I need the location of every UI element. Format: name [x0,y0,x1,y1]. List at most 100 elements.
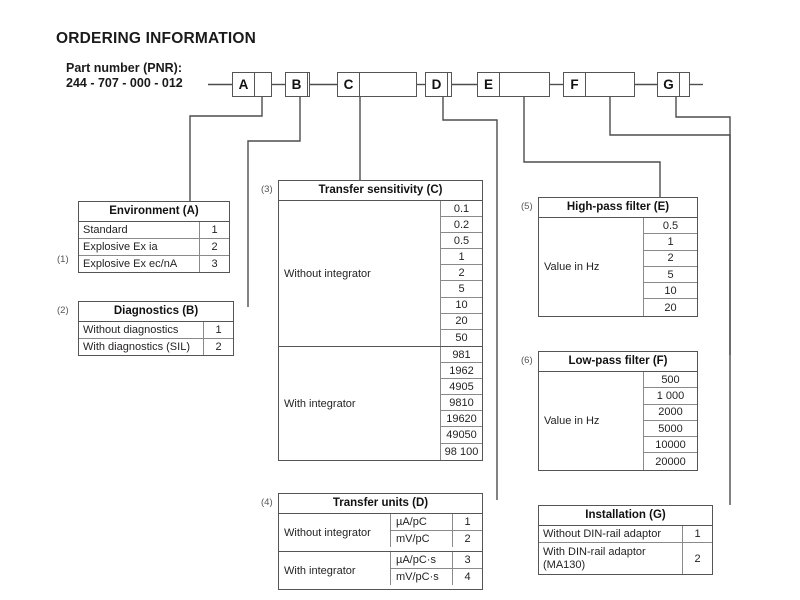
sensitivity-value: 4905 [441,379,482,396]
installation-desc: Without DIN-rail adaptor [543,528,661,540]
pnr-letter-e: E [478,73,500,96]
pnr-slot-c[interactable] [360,73,416,96]
sensitivity-value: 50 [455,331,468,344]
sensitivity-value: 0.5 [441,233,482,250]
diagnostics-code: 2 [203,339,233,355]
units-group-label: With integrator [284,564,356,577]
table-row: mV/pC·s 4 [390,569,482,585]
unit-code: 3 [452,552,482,568]
diagnostics-desc: With diagnostics (SIL) [83,341,190,353]
pnr-letter-c: C [338,73,360,96]
low-pass-value: 10000 [644,437,697,454]
table-row: µA/pC·s 3 [390,552,482,569]
table-environment-title: Environment (A) [79,202,229,222]
unit-symbol: µA/pC [390,514,452,530]
sensitivity-value: 981 [441,347,482,364]
sensitivity-group-without-integrator: Without integrator 0.1 0.2 0.5 1 2 5 10 … [279,201,482,347]
environment-code: 2 [199,239,229,255]
pnr-box-d[interactable]: D [425,72,452,97]
high-pass-value: 0.5 [644,218,697,235]
environment-code: 3 [199,256,229,272]
unit-symbol: mV/pC [390,531,452,547]
table-row: Explosive Ex ec/nA 3 [79,256,229,272]
pnr-letter-g: G [658,73,680,96]
low-pass-value: 2000 [644,405,697,421]
table-row: Without DIN-rail adaptor 1 [539,526,712,543]
low-pass-value: 5000 [644,421,697,438]
unit-symbol: mV/pC·s [390,569,452,585]
table-row: With DIN-rail adaptor (MA130) 2 [539,543,712,574]
unit-code: 1 [452,514,482,530]
part-number-label: Part number (PNR): [66,61,182,75]
sensitivity-value: 49050 [441,427,482,444]
table-transfer-units-title: Transfer units (D) [279,494,482,514]
high-pass-value: 2 [644,251,697,267]
sensitivity-value: 2 [441,265,482,282]
units-group-label: Without integrator [284,526,371,539]
environment-code: 1 [199,222,229,238]
sensitivity-value: 10 [441,298,482,314]
pnr-slot-d[interactable] [448,73,451,96]
table-transfer-sensitivity-title: Transfer sensitivity (C) [279,181,482,201]
low-pass-label: Value in Hz [539,372,644,470]
environment-desc: Explosive Ex ec/nA [83,258,178,270]
table-installation-title: Installation (G) [539,506,712,526]
sensitivity-value: 19620 [441,411,482,428]
pnr-box-b[interactable]: B [285,72,310,97]
table-row: µA/pC 1 [390,514,482,531]
low-pass-body: Value in Hz 500 1 000 2000 5000 10000 20… [539,372,697,470]
sensitivity-group-label: Without integrator [279,201,441,346]
table-row: Explosive Ex ia 2 [79,239,229,256]
pnr-slot-a[interactable] [255,73,271,96]
sensitivity-value: 9810 [441,395,482,412]
diagnostics-code: 1 [203,322,233,338]
footnote-marker-1: (1) [57,254,69,265]
footnote-marker-3: (3) [261,184,273,195]
footnote-marker-6: (6) [521,355,533,366]
part-number-value: 244 - 707 - 000 - 012 [66,76,183,90]
table-high-pass-filter: High-pass filter (E) Value in Hz 0.5 1 2… [538,197,698,317]
high-pass-value: 20 [664,301,677,314]
page-title: ORDERING INFORMATION [56,30,257,47]
sensitivity-value: 20 [441,314,482,330]
environment-desc: Standard [83,224,128,236]
table-row: Standard 1 [79,222,229,239]
pnr-letter-d: D [426,73,448,96]
pnr-slot-e[interactable] [500,73,549,96]
units-group-with-integrator: With integrator µA/pC·s 3 mV/pC·s 4 [279,551,482,589]
pnr-box-e[interactable]: E [477,72,550,97]
pnr-box-a[interactable]: A [232,72,272,97]
table-diagnostics: Diagnostics (B) Without diagnostics 1 Wi… [78,301,234,356]
unit-code: 4 [452,569,482,585]
sensitivity-group-with-integrator: With integrator 981 1962 4905 9810 19620… [279,347,482,460]
table-row: With diagnostics (SIL) 2 [79,339,233,355]
footnote-marker-2: (2) [57,305,69,316]
installation-code: 1 [682,526,712,542]
diagnostics-desc: Without diagnostics [83,324,179,336]
table-row: mV/pC 2 [390,531,482,547]
sensitivity-value: 98 100 [444,445,479,458]
sensitivity-value: 1962 [441,363,482,380]
pnr-slot-f[interactable] [586,73,634,96]
sensitivity-group-label: With integrator [279,347,441,460]
environment-desc: Explosive Ex ia [83,241,158,253]
pnr-box-c[interactable]: C [337,72,417,97]
pnr-slot-b[interactable] [308,73,309,96]
installation-desc: With DIN-rail adaptor (MA130) [543,546,646,571]
table-high-pass-filter-title: High-pass filter (E) [539,198,697,218]
pnr-slot-g[interactable] [680,73,689,96]
high-pass-label: Value in Hz [539,218,644,316]
sensitivity-value: 5 [441,281,482,298]
table-environment: Environment (A) Standard 1 Explosive Ex … [78,201,230,273]
high-pass-body: Value in Hz 0.5 1 2 5 10 20 [539,218,697,316]
installation-code: 2 [682,543,712,574]
pnr-box-g[interactable]: G [657,72,690,97]
footnote-marker-4: (4) [261,497,273,508]
low-pass-value: 500 [644,372,697,389]
pnr-box-f[interactable]: F [563,72,635,97]
pnr-letter-f: F [564,73,586,96]
units-group-without-integrator: Without integrator µA/pC 1 mV/pC 2 [279,514,482,551]
pnr-letter-b: B [286,73,308,96]
